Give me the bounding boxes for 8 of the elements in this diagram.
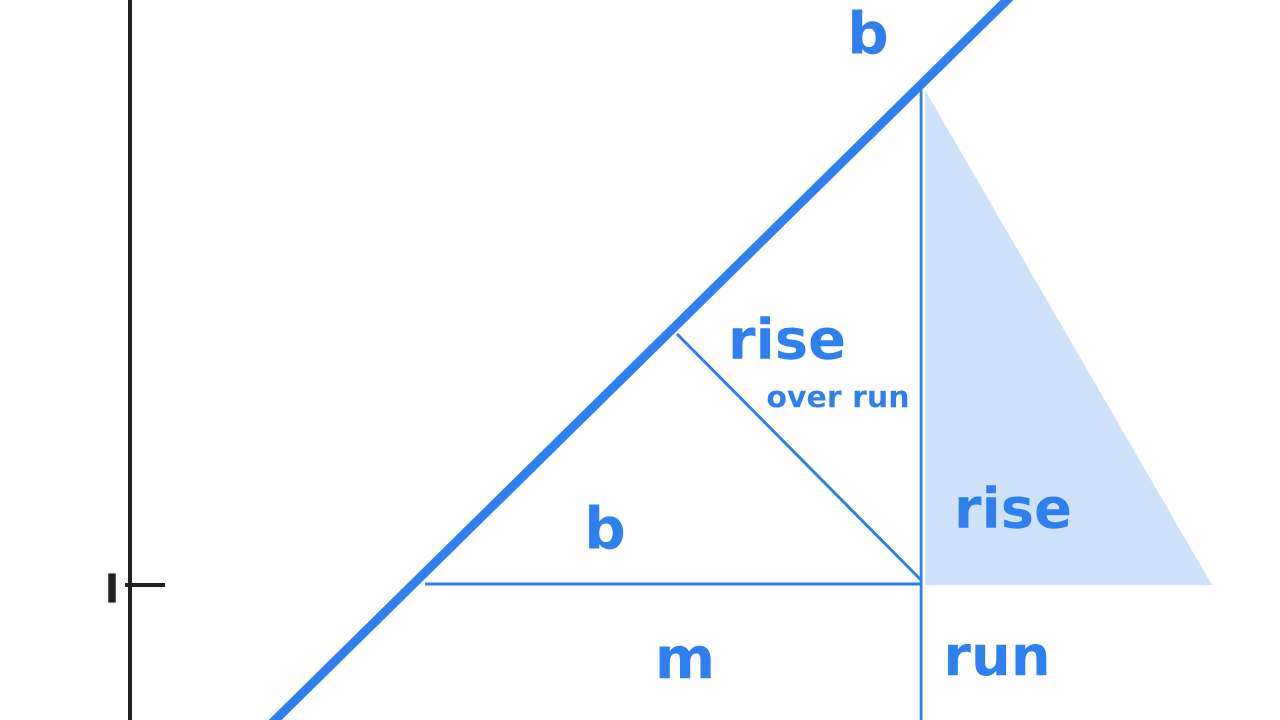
text-label: rise [732, 316, 844, 360]
text-label: over run [767, 390, 908, 408]
text-label: b [589, 504, 624, 550]
text-label: run [948, 643, 1047, 677]
text-label: m [659, 645, 711, 679]
text-label: I [108, 573, 116, 603]
text-label: b [852, 9, 887, 55]
text-label: rise [958, 485, 1070, 529]
